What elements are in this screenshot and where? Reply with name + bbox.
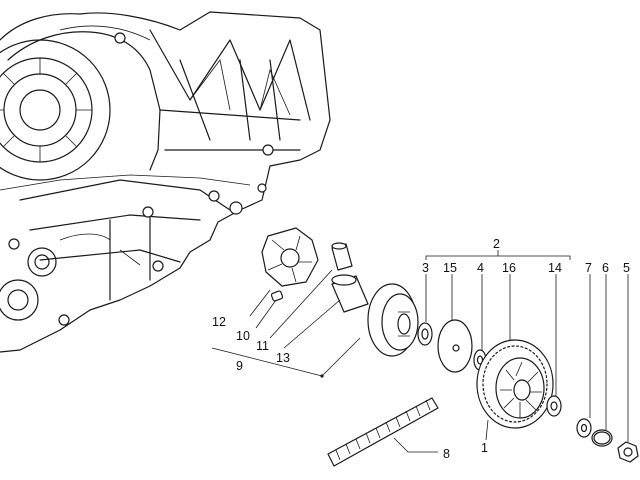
callout-1: 1 (481, 441, 488, 455)
part-ramp-plate (261, 227, 319, 287)
callout-labels: 2 3 15 4 16 14 7 6 5 1 8 12 10 11 13 9 (212, 237, 630, 461)
callout-3: 3 (422, 261, 429, 275)
part-washer-3 (417, 322, 433, 346)
part-bushing (331, 242, 353, 271)
crankcase-housing (0, 11, 331, 353)
callout-15: 15 (443, 261, 457, 275)
callout-5: 5 (623, 261, 630, 275)
callout-7: 7 (585, 261, 592, 275)
callout-6: 6 (602, 261, 609, 275)
callout-14: 14 (548, 261, 562, 275)
part-drive-belt (327, 397, 439, 467)
callout-8: 8 (443, 447, 450, 461)
part-fan-ring-gear (476, 339, 554, 429)
callout-9: 9 (236, 359, 243, 373)
callout-12: 12 (212, 315, 226, 329)
callout-2: 2 (493, 237, 500, 251)
part-variator-pulley (367, 283, 419, 357)
callout-16: 16 (502, 261, 516, 275)
leader-lines (211, 250, 629, 453)
part-sleeve (331, 274, 369, 313)
callout-10: 10 (236, 329, 250, 343)
callout-4: 4 (477, 261, 484, 275)
part-pulley-plate-15 (437, 319, 473, 373)
part-washer-14 (546, 395, 562, 417)
part-small-pin (270, 290, 284, 302)
part-washer-7 (576, 418, 592, 438)
callout-11: 11 (256, 339, 269, 353)
callout-13: 13 (276, 351, 290, 365)
part-nut (617, 441, 639, 463)
part-o-ring (591, 429, 613, 447)
leader-dot (320, 374, 324, 378)
